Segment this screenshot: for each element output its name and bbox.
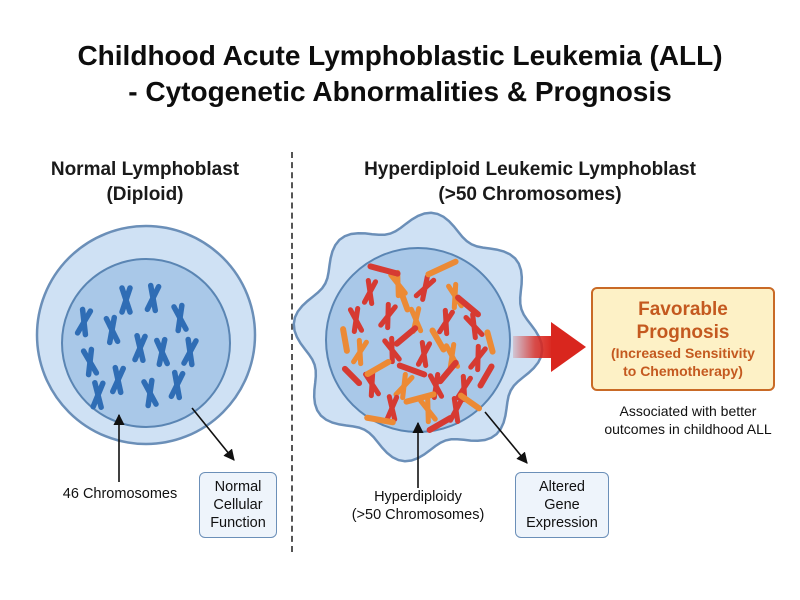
- hyperdiploidy-label-line-2: (>50 Chromosomes): [351, 507, 485, 523]
- chromosome-hyper-rod-8: [396, 362, 428, 378]
- title-line-1: Childhood Acute Lymphoblastic Leukemia (…: [77, 40, 723, 71]
- chromosome-hyper-x-9: [351, 337, 369, 367]
- chromosome-blue-12: [90, 380, 106, 410]
- chromosome-hyper-rod-9: [437, 359, 459, 385]
- normal-heading-line-1: Normal Lymphoblast: [50, 159, 240, 180]
- altered-gene-expression-box: Altered Gene Expression: [515, 472, 609, 538]
- prognosis-note: Associated with better outcomes in child…: [590, 402, 786, 438]
- chromosome-hyper-x-13: [468, 343, 488, 373]
- normal-lymphoblast-heading: Normal Lymphoblast (Diploid): [20, 157, 270, 207]
- chromosome-hyper-rod-13: [364, 414, 396, 426]
- hyperdiploid-chromosome-group: [340, 258, 496, 433]
- function-box-line-1: Normal: [214, 479, 262, 495]
- chromosome-hyper-rod-16: [477, 363, 495, 389]
- normal-heading-line-2: (Diploid): [106, 184, 184, 205]
- expression-box-line-2: Gene: [544, 497, 580, 513]
- chromosome-hyper-rod-2: [455, 294, 481, 318]
- chromosome-hyper-rod-3: [340, 326, 350, 354]
- chromosome-blue-11: [168, 369, 186, 401]
- chromosome-blue-4: [103, 314, 121, 346]
- chromosome-hyper-rod-11: [403, 391, 437, 405]
- chromosome-hyper-x-0: [361, 277, 379, 307]
- chromosome-hyper-x-8: [463, 311, 485, 341]
- chromosome-hyper-rod-7: [364, 359, 392, 377]
- hyperdiploidy-label-line-1: Hyperdiploidy: [374, 489, 462, 505]
- prognosis-detail-line-2: to Chemotherapy): [623, 363, 743, 379]
- chromosome-hyper-rod-12: [457, 392, 483, 412]
- chromosome-hyper-rod-0: [367, 263, 401, 277]
- chromosome-blue-7: [181, 336, 199, 368]
- prognosis-detail-line-1: (Increased Sensitivity: [611, 345, 755, 361]
- chromosome-hyper-rod-5: [429, 327, 447, 353]
- chromosome-blue-0: [119, 285, 133, 315]
- prognosis-line-1: Favorable: [638, 299, 728, 320]
- chromosome-blue-5: [132, 332, 148, 364]
- chromosome-hyper-x-19: [418, 395, 438, 425]
- hyperdiploidy-label: Hyperdiploidy (>50 Chromosomes): [338, 488, 498, 524]
- page-title: Childhood Acute Lymphoblastic Leukemia (…: [0, 38, 800, 110]
- title-line-2: - Cytogenetic Abnormalities & Prognosis: [128, 76, 672, 107]
- chromosome-hyper-x-11: [415, 339, 433, 369]
- chromosome-hyper-x-7: [437, 307, 455, 337]
- gene-expression-arrow: [484, 411, 528, 464]
- chromosome-hyper-x-18: [384, 394, 400, 422]
- chromosome-hyper-x-14: [363, 369, 381, 399]
- normal-function-arrow: [191, 407, 235, 461]
- prognosis-arrow: [513, 322, 586, 372]
- chromosome-hyper-x-10: [382, 335, 402, 365]
- chromosome-hyper-rod-1: [425, 258, 459, 278]
- hyperdiploid-lymphoblast-heading: Hyperdiploid Leukemic Lymphoblast (>50 C…: [330, 157, 730, 207]
- chromosome-hyper-x-4: [347, 305, 365, 335]
- chromosome-blue-10: [141, 377, 159, 409]
- chromosome-hyper-rod-6: [484, 329, 496, 355]
- prognosis-line-2: Prognosis: [636, 322, 730, 343]
- chromosome-hyper-rod-14: [426, 415, 454, 433]
- function-box-line-3: Function: [210, 515, 266, 531]
- prognosis-note-line-2: outcomes in childhood ALL: [604, 421, 772, 437]
- expression-box-line-3: Expression: [526, 515, 598, 531]
- chromosome-blue-2: [171, 302, 189, 334]
- chromosome-count-label: 46 Chromosomes: [62, 486, 178, 502]
- chromosome-hyper-rod-4: [393, 325, 419, 347]
- normal-cellular-function-box: Normal Cellular Function: [199, 472, 277, 538]
- hyperdiploid-heading-line-2: (>50 Chromosomes): [438, 184, 622, 205]
- chromosome-blue-6: [154, 336, 170, 368]
- favorable-prognosis-box: Favorable Prognosis (Increased Sensitivi…: [591, 287, 775, 391]
- chromosome-blue-1: [144, 282, 162, 314]
- chromosome-blue-9: [110, 364, 126, 396]
- expression-box-line-1: Altered: [539, 479, 585, 495]
- chromosome-hyper-x-15: [393, 371, 415, 401]
- panel-divider: [291, 152, 293, 552]
- normal-chromosome-group: [74, 282, 199, 410]
- hyperdiploid-cell-nucleus: [325, 247, 511, 433]
- chromosome-hyper-rod-15: [397, 287, 411, 313]
- chromosome-blue-8: [80, 346, 100, 378]
- hyperdiploid-heading-line-1: Hyperdiploid Leukemic Lymphoblast: [364, 159, 696, 180]
- function-box-line-2: Cellular: [213, 497, 263, 513]
- chromosome-hyper-rod-10: [341, 365, 363, 387]
- chromosome-blue-3: [74, 306, 94, 338]
- chromosome-hyper-x-2: [413, 274, 437, 302]
- prognosis-note-line-1: Associated with better: [619, 403, 757, 419]
- chromosome-hyper-x-5: [378, 301, 398, 331]
